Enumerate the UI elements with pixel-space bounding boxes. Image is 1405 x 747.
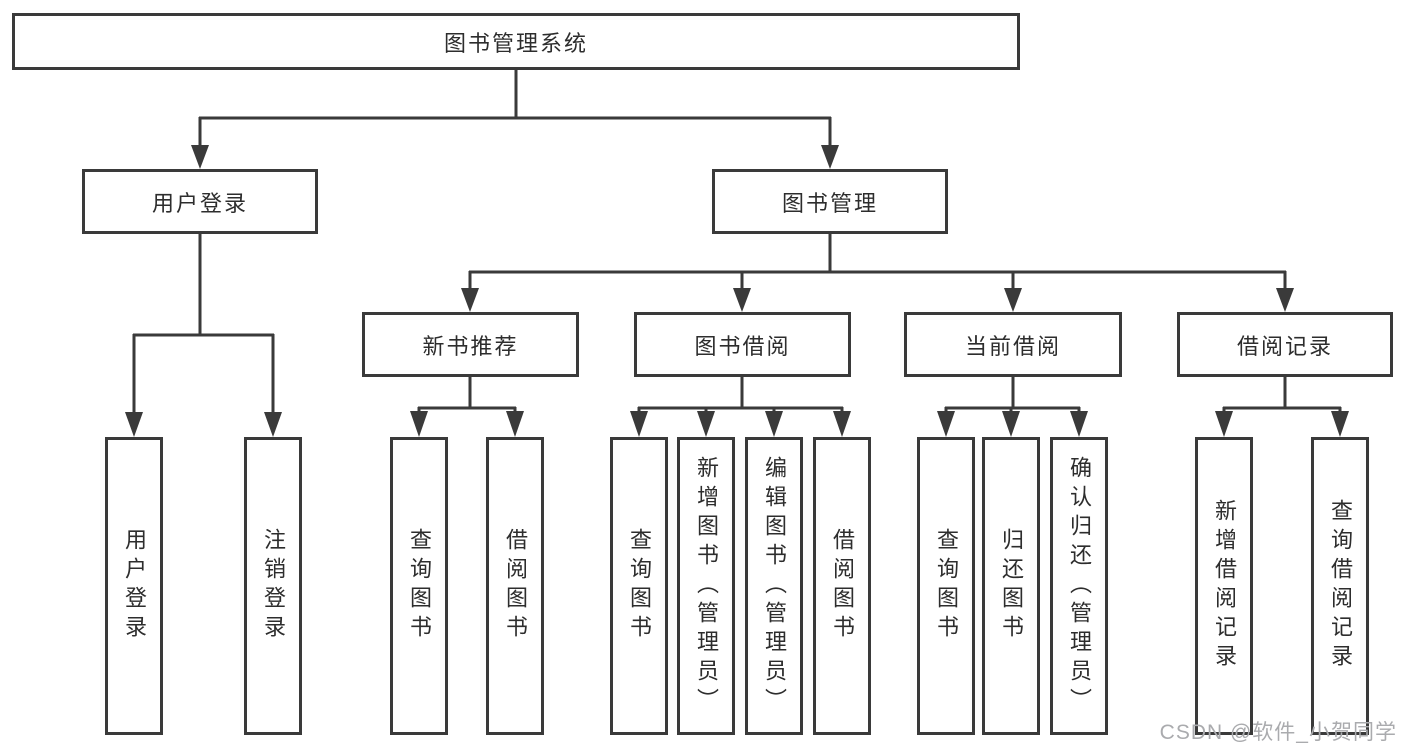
leaf-user-login: 用户登录 (105, 437, 163, 735)
node-new-books: 新书推荐 (362, 312, 579, 377)
connector-root-to-level2 (191, 70, 839, 169)
leaf-confirm-return-admin: 确认归还（管理员） (1050, 437, 1108, 735)
connector-book-mgmt-to-modules (461, 234, 1294, 312)
leaf-query-books-borrow: 查询图书 (610, 437, 668, 735)
connector-borrowing-to-leaves (630, 377, 851, 437)
node-user-login: 用户登录 (82, 169, 318, 234)
leaf-query-borrow-record: 查询借阅记录 (1311, 437, 1369, 735)
leaf-add-book-admin: 新增图书（管理员） (677, 437, 735, 735)
connector-user-login-to-leaves (125, 234, 282, 437)
leaf-add-borrow-record: 新增借阅记录 (1195, 437, 1253, 735)
node-root: 图书管理系统 (12, 13, 1020, 70)
node-book-borrowing: 图书借阅 (634, 312, 851, 377)
leaf-logout-login: 注销登录 (244, 437, 302, 735)
connector-current-to-leaves (937, 377, 1088, 437)
leaf-borrow-books-new: 借阅图书 (486, 437, 544, 735)
node-current-borrowing: 当前借阅 (904, 312, 1122, 377)
leaf-return-books: 归还图书 (982, 437, 1040, 735)
leaf-query-books-current: 查询图书 (917, 437, 975, 735)
leaf-borrow-books: 借阅图书 (813, 437, 871, 735)
node-borrow-records: 借阅记录 (1177, 312, 1393, 377)
connector-records-to-leaves (1215, 377, 1349, 437)
connector-new-books-to-leaves (410, 377, 524, 437)
leaf-edit-book-admin: 编辑图书（管理员） (745, 437, 803, 735)
node-book-mgmt: 图书管理 (712, 169, 948, 234)
csdn-watermark: CSDN @软件_小贺同学 (1159, 721, 1397, 744)
leaf-query-books-new: 查询图书 (390, 437, 448, 735)
